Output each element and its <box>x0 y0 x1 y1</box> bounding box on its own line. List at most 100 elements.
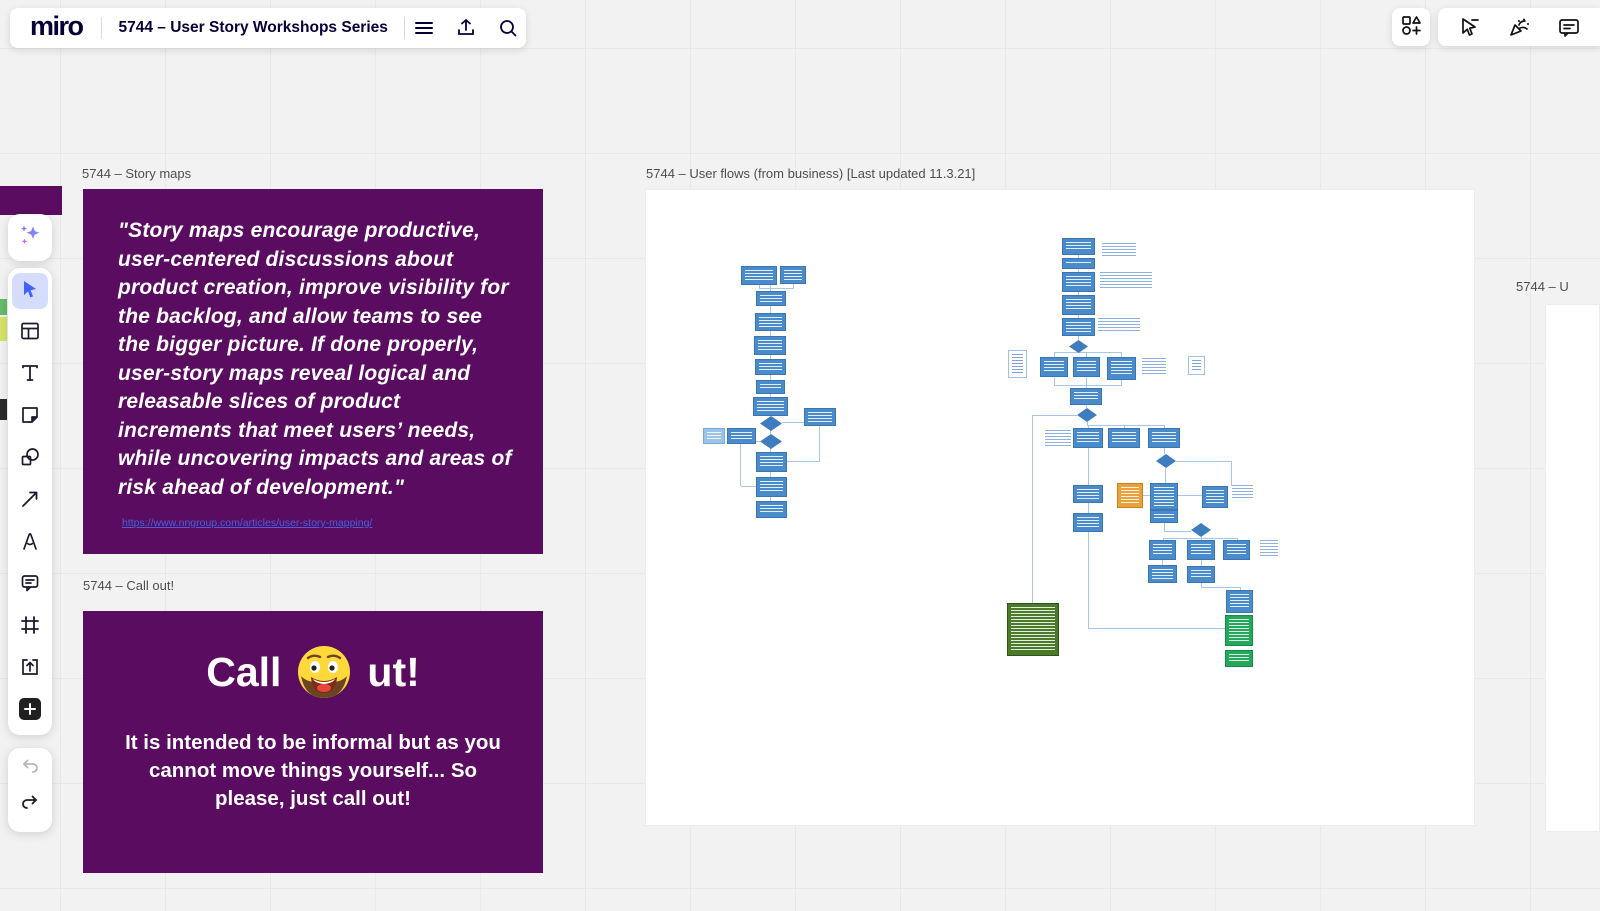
flow-node-b[interactable] <box>1148 565 1177 583</box>
frame-label-partial-right[interactable]: 5744 – U <box>1516 279 1569 294</box>
flow-node-b[interactable] <box>1062 238 1095 255</box>
flow-node-b[interactable] <box>756 452 787 472</box>
search-icon[interactable] <box>491 11 525 45</box>
flow-node-b[interactable] <box>1107 357 1136 380</box>
flow-node-b[interactable] <box>1150 483 1178 510</box>
flow-connector <box>1086 405 1087 408</box>
tool-select[interactable] <box>12 273 48 309</box>
flow-node-b[interactable] <box>1062 258 1095 269</box>
flow-node-g[interactable] <box>1225 615 1253 646</box>
nngroup-link[interactable]: https://www.nngroup.com/articles/user-st… <box>122 517 373 529</box>
comments-icon[interactable] <box>1552 10 1586 44</box>
flow-node-b[interactable] <box>756 477 787 497</box>
frame-label-user-flows[interactable]: 5744 – User flows (from business) [Last … <box>646 166 976 181</box>
flow-node-b[interactable] <box>1149 540 1176 560</box>
flow-node-b[interactable] <box>1073 428 1103 448</box>
green-sticky-sliver[interactable] <box>0 299 7 315</box>
flow-node-b[interactable] <box>1073 485 1103 503</box>
story-maps-quote-box[interactable]: "Story maps encourage productive, user-c… <box>83 189 543 554</box>
tool-text[interactable] <box>12 357 48 393</box>
flow-connector <box>1087 422 1088 426</box>
collaboration-toolbar <box>1438 8 1600 46</box>
flow-node-b[interactable] <box>756 380 785 394</box>
flow-node-b[interactable] <box>1187 540 1215 560</box>
flow-connector <box>770 430 771 434</box>
flow-node-b[interactable] <box>1150 510 1178 523</box>
flow-node-d[interactable] <box>760 434 782 449</box>
flow-connector <box>1086 353 1087 357</box>
flow-node-b[interactable] <box>755 313 786 331</box>
ai-sparkles-icon <box>17 222 43 253</box>
flow-node-b[interactable] <box>754 336 786 355</box>
call-out-box[interactable]: Call ut! It is intended to be in <box>83 611 543 873</box>
tool-more[interactable] <box>12 693 48 729</box>
flow-node-b[interactable] <box>1070 388 1102 405</box>
frame-label-call-out[interactable]: 5744 – Call out! <box>83 578 175 593</box>
tool-sticky-note[interactable] <box>12 399 48 435</box>
menu-icon[interactable] <box>407 11 441 45</box>
flow-node-k[interactable] <box>1007 603 1059 656</box>
flow-annotation-text[interactable] <box>1100 272 1152 288</box>
flow-annotation-text[interactable] <box>1098 318 1140 332</box>
reactions-icon[interactable] <box>1502 10 1536 44</box>
flow-annotation-text[interactable] <box>1142 358 1166 375</box>
flow-node-b[interactable] <box>1062 272 1095 292</box>
flow-node-d[interactable] <box>1077 408 1097 422</box>
flow-node-b[interactable] <box>1223 540 1250 560</box>
frames-panel-button[interactable] <box>1392 8 1430 46</box>
flow-annotation-text[interactable] <box>1260 540 1278 557</box>
flow-node-b[interactable] <box>1202 486 1228 508</box>
purple-object-sliver[interactable] <box>0 186 62 215</box>
flow-node-n[interactable] <box>1008 350 1027 378</box>
flow-node-b[interactable] <box>741 266 777 285</box>
flow-node-b[interactable] <box>1062 295 1095 315</box>
flow-node-b[interactable] <box>780 266 806 284</box>
hide-cursors-icon[interactable] <box>1452 10 1486 44</box>
flow-node-o[interactable] <box>1117 483 1143 508</box>
flow-node-b[interactable] <box>1226 590 1253 613</box>
flow-node-b[interactable] <box>1073 357 1100 377</box>
flow-node-b[interactable] <box>727 428 756 444</box>
redo-button[interactable] <box>12 790 48 820</box>
flow-node-d[interactable] <box>1069 340 1088 353</box>
flow-node-d[interactable] <box>760 416 782 431</box>
flow-annotation-text[interactable] <box>1102 243 1136 257</box>
export-icon[interactable] <box>449 11 483 45</box>
flow-node-d[interactable] <box>1191 523 1211 537</box>
flow-connector <box>1086 377 1087 388</box>
flow-node-n[interactable] <box>1188 356 1205 375</box>
ai-assist-button[interactable] <box>8 214 52 261</box>
flow-node-b[interactable] <box>1062 318 1095 336</box>
flow-node-g[interactable] <box>1225 650 1253 667</box>
flow-node-l[interactable] <box>703 428 725 444</box>
tool-shapes[interactable] <box>12 441 48 477</box>
tool-connection-line[interactable] <box>12 483 48 519</box>
flow-node-b[interactable] <box>756 501 787 518</box>
tool-upload[interactable] <box>12 651 48 687</box>
flow-node-b[interactable] <box>804 408 836 426</box>
tool-templates[interactable] <box>12 315 48 351</box>
flow-annotation-text[interactable] <box>1045 430 1071 447</box>
frame-partial-right[interactable] <box>1545 304 1600 832</box>
flow-node-b[interactable] <box>755 359 786 375</box>
flow-node-b[interactable] <box>1148 428 1180 448</box>
miro-logo[interactable]: miro <box>30 10 84 41</box>
yellow-sticky-sliver[interactable] <box>0 317 7 341</box>
undo-button[interactable] <box>12 754 48 784</box>
flow-node-b[interactable] <box>1040 357 1068 377</box>
frame-label-story-maps[interactable]: 5744 – Story maps <box>82 166 192 181</box>
tool-comment[interactable] <box>12 567 48 603</box>
dark-object-sliver[interactable] <box>0 399 7 420</box>
flow-connector <box>1032 415 1077 416</box>
flow-node-d[interactable] <box>1156 454 1176 468</box>
flow-annotation-text[interactable] <box>1232 485 1253 500</box>
board-title[interactable]: 5744 – User Story Workshops Series <box>118 19 388 36</box>
flow-node-b[interactable] <box>756 291 786 306</box>
flow-node-b[interactable] <box>1108 428 1140 448</box>
tool-pen[interactable] <box>12 525 48 561</box>
flow-node-b[interactable] <box>1073 513 1103 532</box>
flow-node-b[interactable] <box>1187 566 1215 583</box>
tool-frame[interactable] <box>12 609 48 645</box>
flow-node-b[interactable] <box>753 397 788 416</box>
